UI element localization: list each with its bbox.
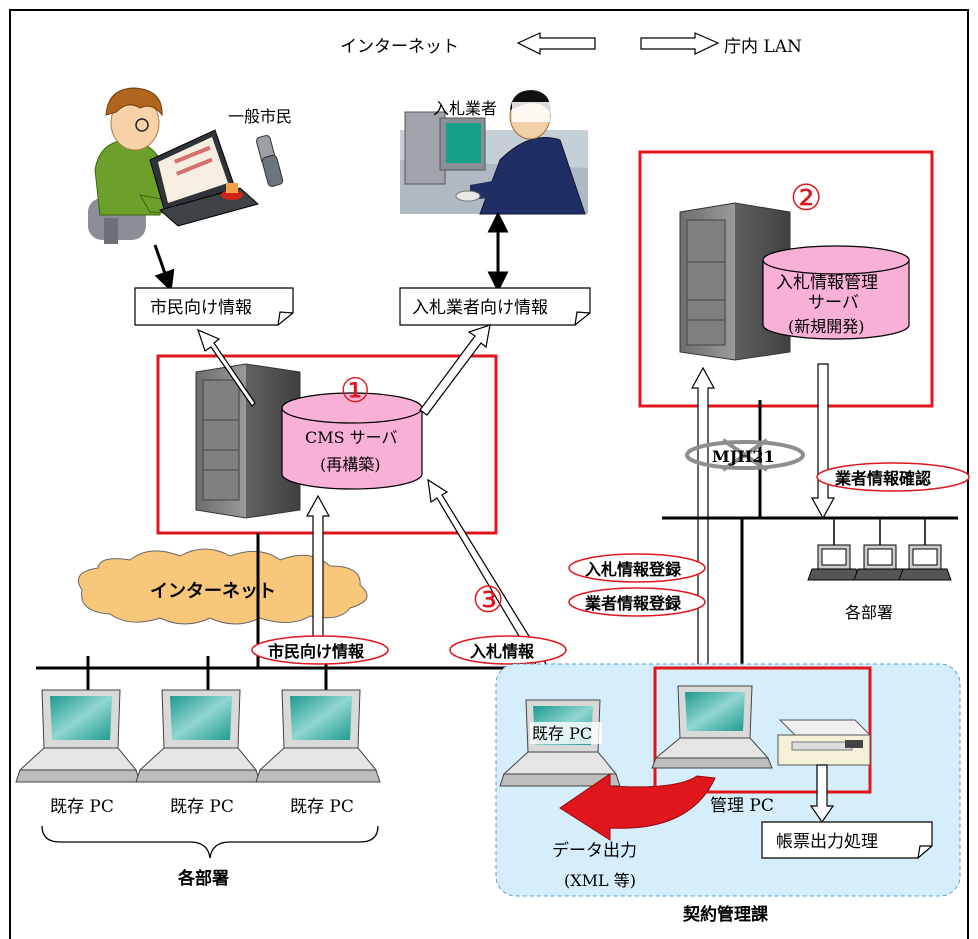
mgmt-pc-laptop [651, 685, 773, 769]
bid-server-number: ② [790, 178, 822, 219]
oval-bid-info: 入札情報 [449, 635, 567, 665]
dept-right-pcs: 各部署 [807, 518, 952, 622]
dept-right-label: 各部署 [845, 603, 893, 622]
dept-left-brace [41, 825, 379, 859]
bid-server-line3: (新規開発) [788, 317, 865, 336]
legend-left-arrow [516, 32, 596, 55]
existing-pc-label: 既存 PC [532, 724, 592, 743]
citizen-label: 一般市民 [228, 107, 292, 126]
oval-bid-register-text: 入札情報登録 [585, 560, 682, 579]
left-laptop-1 [15, 689, 141, 783]
existing-pc-label-bg [530, 722, 602, 744]
existing-pc-label-1: 既存 PC [50, 797, 114, 817]
oval-bid-info-text: 入札情報 [470, 642, 535, 661]
internet-cloud: インターネット [78, 548, 368, 625]
contract-dept-label: 契約管理課 [682, 904, 769, 925]
note-bidder-info: 入札業者向け情報 [399, 287, 591, 326]
flow-number-3: ③ [472, 580, 504, 621]
legend: インターネット 庁内 LAN [340, 32, 802, 57]
oval-citizen-info: 市民向け情報 [251, 635, 389, 665]
legend-right-arrow [640, 32, 720, 55]
bid-database: ② 入札情報管理 サーバ (新規開発) [762, 178, 910, 340]
left-laptop-3 [255, 689, 381, 783]
oval-bid-register: 入札情報登録 [568, 553, 706, 583]
existing-pc-label-2: 既存 PC [170, 797, 234, 817]
oval-vendor-confirm: 業者情報確認 [816, 462, 970, 492]
note-report-output-text: 帳票出力処理 [776, 832, 878, 852]
bid-server-box [638, 150, 934, 408]
oval-citizen-info-text: 市民向け情報 [268, 642, 365, 661]
cms-to-citizen-arrow [197, 328, 256, 407]
mjh21-ring: MJH21 [685, 438, 805, 472]
data-output-curved-arrow [559, 773, 716, 841]
mjh21-label: MJH21 [712, 447, 775, 466]
note-citizen-info-text: 市民向け情報 [150, 298, 252, 318]
note-citizen-info: 市民向け情報 [134, 287, 294, 326]
citizen-info-up-arrow [305, 494, 331, 649]
mgmt-pc-label: 管理 PC [710, 796, 774, 816]
cms-to-bidder-arrow [419, 324, 491, 416]
printer-icon [777, 719, 872, 766]
note-bidder-info-text: 入札業者向け情報 [412, 298, 548, 318]
internet-cloud-label: インターネット [150, 581, 276, 602]
existing-pc-label-3: 既存 PC [290, 797, 354, 817]
mgmt-pc-box [653, 666, 872, 794]
bid-server-line2: サーバ [808, 293, 859, 313]
bidder-label: 入札業者 [433, 99, 497, 118]
cms-title: CMS サーバ [305, 428, 398, 447]
oval-vendor-register-text: 業者情報登録 [584, 594, 682, 613]
oval-vendor-confirm-text: 業者情報確認 [834, 469, 931, 488]
left-laptop-2 [135, 689, 261, 783]
citizen-to-note-arrow [153, 244, 175, 292]
oval-vendor-register: 業者情報登録 [568, 587, 706, 617]
cms-number: ① [340, 371, 370, 411]
vendor-confirm-down-arrow [810, 363, 836, 520]
bid-server-line1: 入札情報管理 [776, 273, 878, 293]
legend-internet-label: インターネット [340, 37, 459, 57]
dept-left-label: 各部署 [177, 868, 229, 889]
printer-output-arrow [809, 764, 835, 824]
citizen-illustration: 一般市民 [88, 87, 292, 244]
note-report-output: 帳票出力処理 [761, 821, 933, 859]
bidder-illustration: 入札業者 [400, 90, 588, 215]
xml-label: (XML 等) [564, 871, 636, 890]
data-output-label: データ出力 [552, 840, 637, 861]
cms-subtitle: (再構築) [320, 455, 381, 474]
cms-server-box [156, 354, 498, 535]
legend-lan-label: 庁内 LAN [724, 37, 802, 57]
cms-database: ① CMS サーバ (再構築) [281, 371, 423, 490]
